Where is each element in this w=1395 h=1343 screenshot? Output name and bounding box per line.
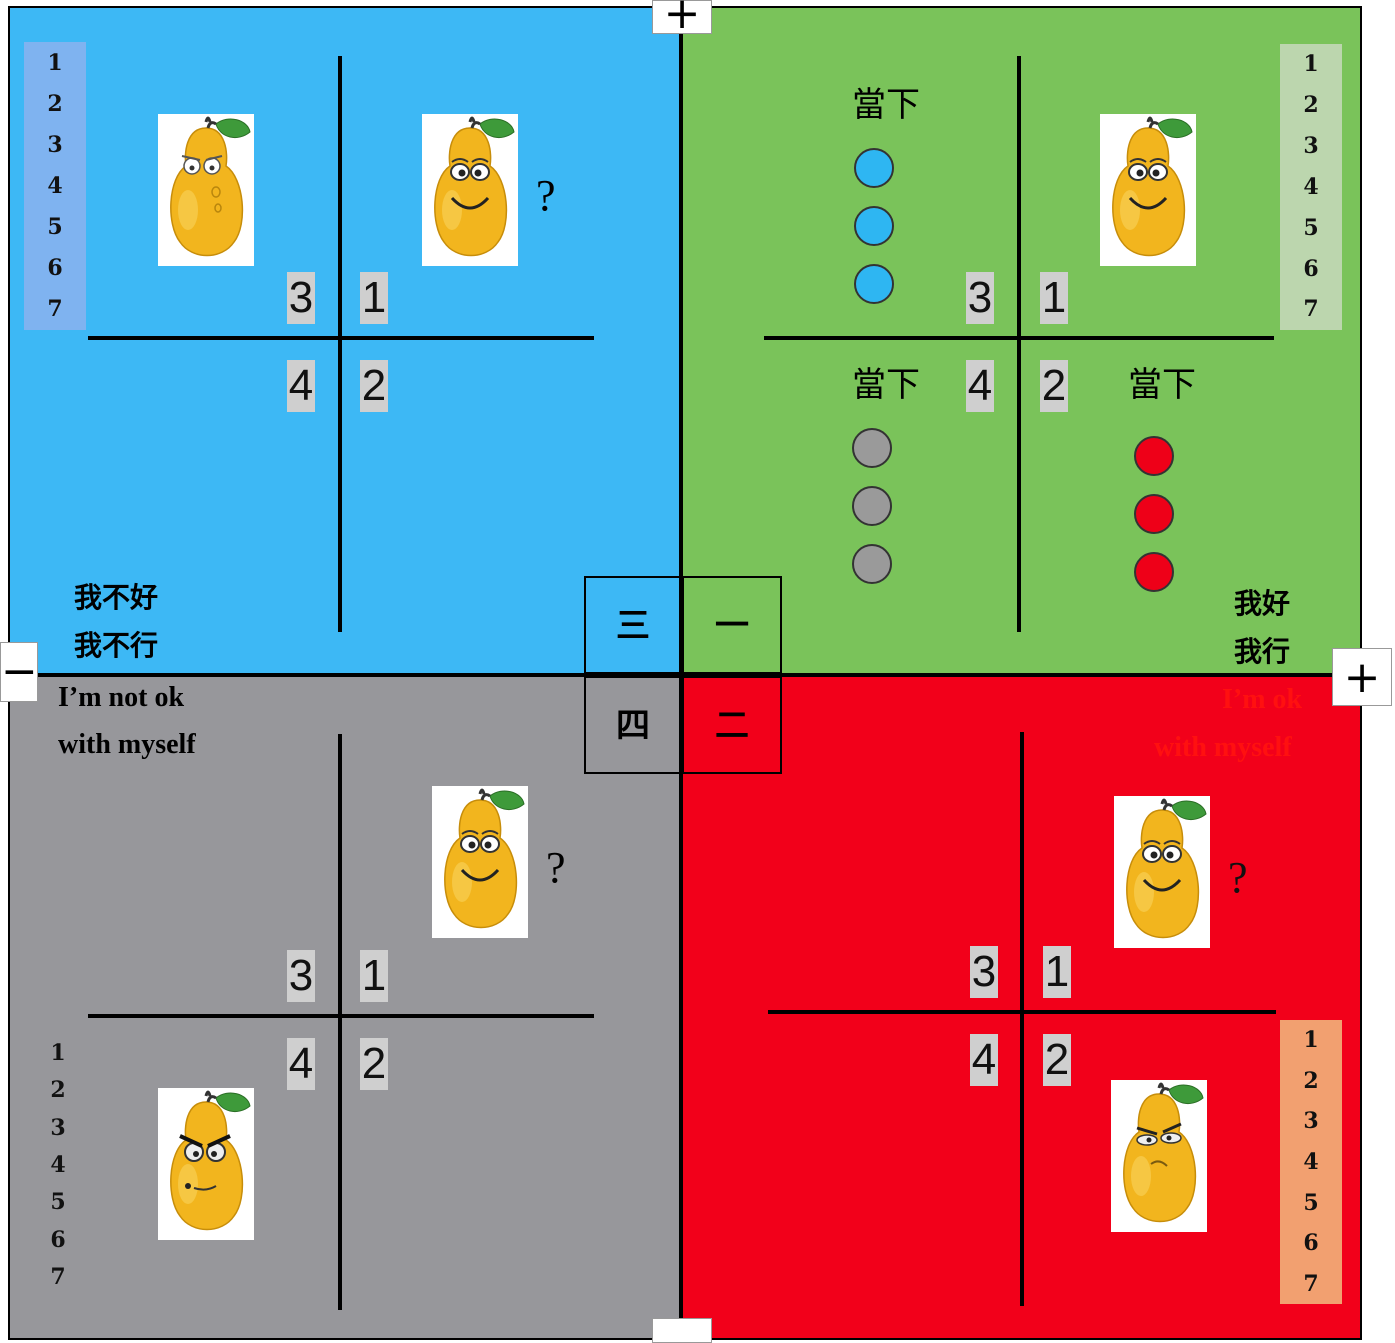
scale-strip-top-left: 1 2 3 4 5 6 7 [24, 42, 86, 330]
bottom-left-label-line2: with myself [58, 731, 196, 759]
scale-strip-bottom-left: 1 2 3 4 5 6 7 [32, 1034, 84, 1296]
scale-number: 7 [1303, 1273, 1318, 1295]
scale-number: 3 [47, 134, 62, 156]
scale-number: 6 [1303, 258, 1318, 280]
scale-number: 3 [1303, 135, 1318, 157]
sub-quadrant-number-4: 4 [970, 1034, 998, 1086]
sub-quadrant-number-3: 3 [287, 950, 315, 1002]
annoyed-pear-icon [1111, 1080, 1207, 1232]
scale-number: 2 [1303, 1070, 1318, 1092]
sub-quadrant-number-2: 2 [1040, 360, 1068, 412]
scale-number: 2 [1303, 94, 1318, 116]
scale-number: 1 [47, 52, 62, 74]
right-plus-marker: + [1332, 648, 1392, 706]
sub-quadrant-number-2: 2 [360, 1038, 388, 1090]
sub-vertical-axis [338, 56, 342, 632]
scale-number: 6 [50, 1229, 65, 1251]
scale-number: 6 [47, 257, 62, 279]
scale-strip-bottom-right: 1 2 3 4 5 6 7 [1280, 1020, 1342, 1304]
scale-number: 5 [1303, 1192, 1318, 1214]
sub-horizontal-axis [768, 1010, 1276, 1014]
now-label: 當下 [852, 368, 920, 402]
center-label-four: 四 [584, 676, 682, 774]
scale-number: 6 [1303, 1232, 1318, 1254]
sub-quadrant-number-3: 3 [970, 946, 998, 998]
now-label: 當下 [852, 88, 920, 122]
sub-quadrant-number-1: 1 [360, 950, 388, 1002]
sub-quadrant-number-4: 4 [287, 1038, 315, 1090]
scale-number: 1 [1303, 1029, 1318, 1051]
happy-pear-icon [1114, 796, 1210, 948]
scale-number: 4 [50, 1154, 65, 1176]
red-dot [1134, 494, 1174, 534]
center-label-one: 一 [682, 576, 782, 674]
scale-number: 5 [1303, 217, 1318, 239]
worried-pear-icon [158, 114, 254, 266]
blue-dot [854, 264, 894, 304]
sub-horizontal-axis [764, 336, 1274, 340]
question-mark: ? [1228, 852, 1248, 903]
scale-number: 7 [47, 298, 62, 320]
red-dot [1134, 436, 1174, 476]
scale-number: 4 [1303, 176, 1318, 198]
top-left-label-line1: 我不好 [74, 584, 158, 612]
bottom-left-label-line1: I’m not ok [58, 684, 184, 712]
question-mark: ? [536, 170, 556, 221]
sub-quadrant-number-3: 3 [287, 272, 315, 324]
sub-horizontal-axis [88, 1014, 594, 1018]
scale-number: 5 [47, 216, 62, 238]
sub-quadrant-number-4: 4 [966, 360, 994, 412]
center-label-three: 三 [584, 576, 682, 674]
sub-vertical-axis [1020, 732, 1024, 1306]
scale-number: 2 [47, 93, 62, 115]
top-right-label-line2: 我行 [1234, 638, 1290, 666]
sub-horizontal-axis [88, 336, 594, 340]
sub-vertical-axis [338, 734, 342, 1310]
bottom-marker [652, 1318, 712, 1343]
red-dot [1134, 552, 1174, 592]
scale-strip-top-right: 1 2 3 4 5 6 7 [1280, 44, 1342, 330]
gray-dot [852, 544, 892, 584]
angry-pear-icon [158, 1088, 254, 1240]
scale-number: 3 [50, 1117, 65, 1139]
scale-number: 2 [50, 1079, 65, 1101]
scale-number: 4 [47, 175, 62, 197]
scale-number: 3 [1303, 1110, 1318, 1132]
gray-dot [852, 428, 892, 468]
happy-pear-icon [422, 114, 518, 266]
center-label-two: 二 [682, 676, 782, 774]
scale-number: 7 [1303, 298, 1318, 320]
scale-number: 1 [1303, 53, 1318, 75]
bottom-right-label-line1: I’m ok [1222, 686, 1302, 714]
sub-quadrant-number-1: 1 [360, 272, 388, 324]
question-mark: ? [546, 842, 566, 893]
sub-quadrant-number-1: 1 [1043, 946, 1071, 998]
sub-quadrant-number-1: 1 [1040, 272, 1068, 324]
sub-vertical-axis [1017, 56, 1021, 632]
left-minus-marker: − [0, 642, 38, 702]
scale-number: 5 [50, 1191, 65, 1213]
happy-pear-icon [1100, 114, 1196, 266]
scale-number: 7 [50, 1266, 65, 1288]
gray-dot [852, 486, 892, 526]
sub-quadrant-number-2: 2 [1043, 1034, 1071, 1086]
sub-quadrant-number-3: 3 [966, 272, 994, 324]
scale-number: 1 [50, 1042, 65, 1064]
now-label: 當下 [1128, 368, 1196, 402]
top-left-label-line2: 我不行 [74, 632, 158, 660]
sub-quadrant-number-2: 2 [360, 360, 388, 412]
happy-pear-icon [432, 786, 528, 938]
scale-number: 4 [1303, 1151, 1318, 1173]
blue-dot [854, 148, 894, 188]
sub-quadrant-number-4: 4 [287, 360, 315, 412]
bottom-right-label-line2: with myself [1154, 734, 1292, 762]
blue-dot [854, 206, 894, 246]
top-right-label-line1: 我好 [1234, 590, 1290, 618]
top-plus-marker: + [652, 0, 712, 34]
